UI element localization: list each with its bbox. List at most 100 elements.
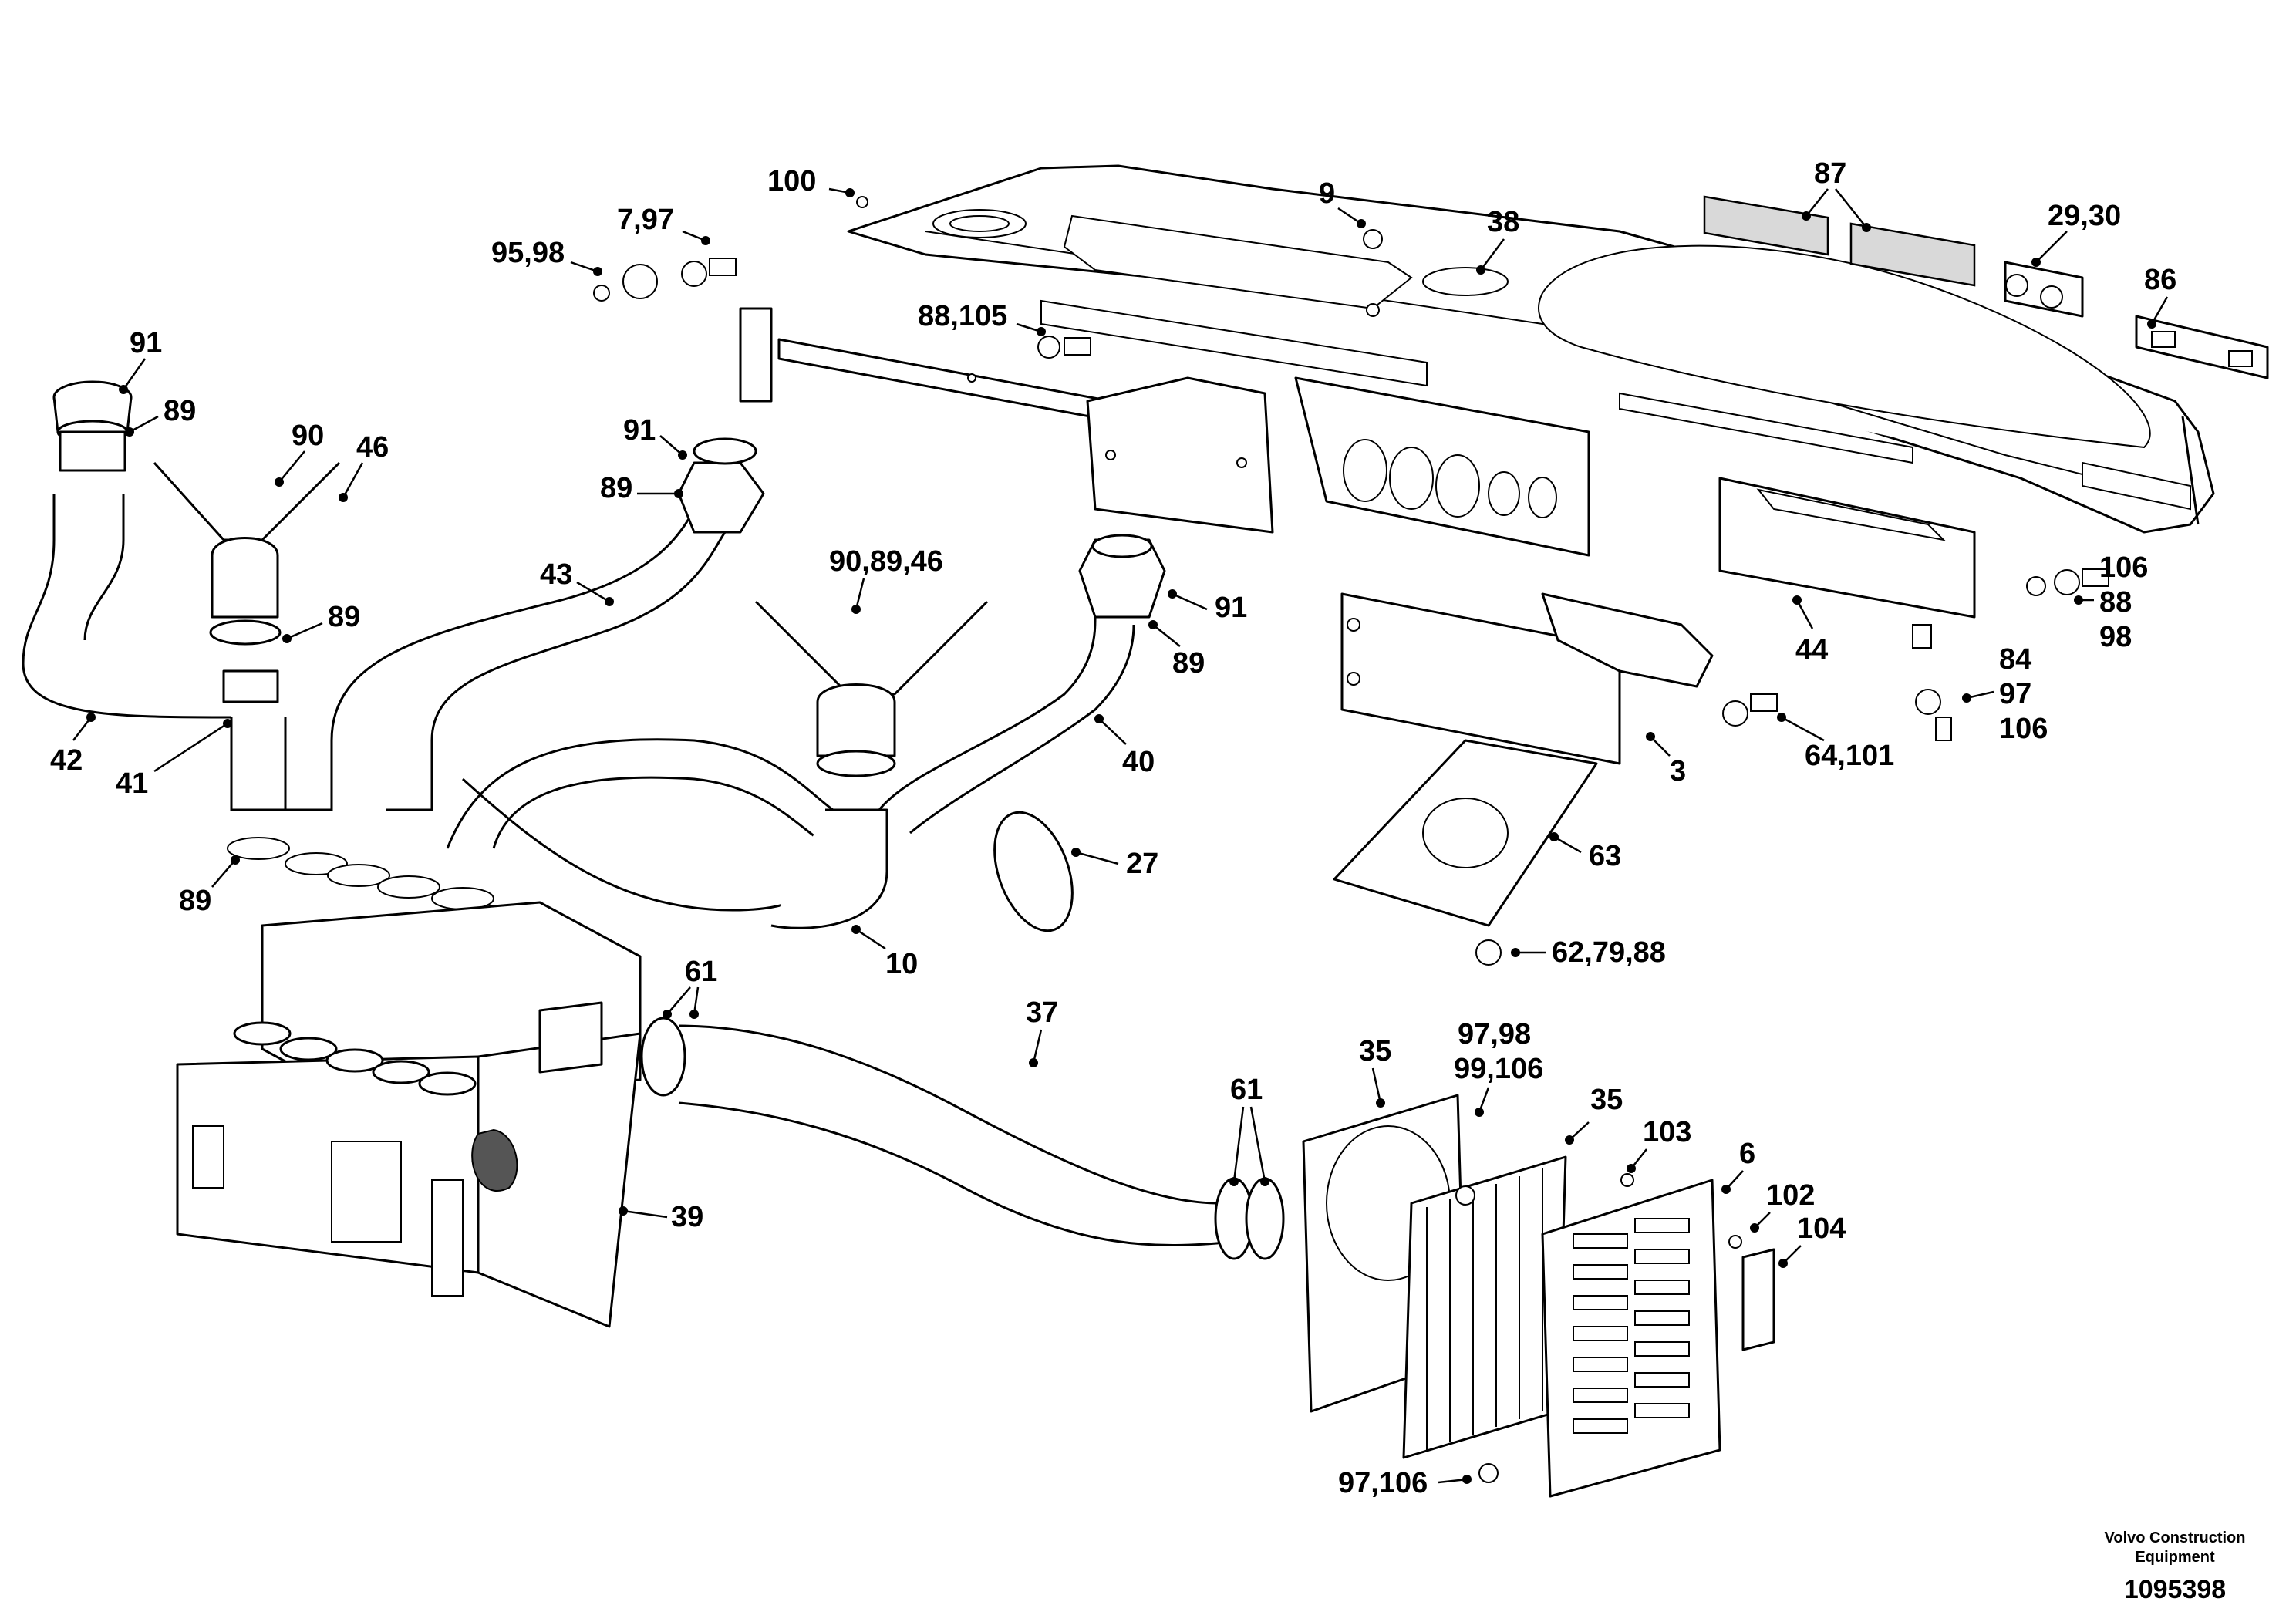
callout-39: 39 bbox=[619, 1201, 703, 1233]
callout-88-right: 88 bbox=[2074, 586, 2132, 619]
brand-line-2: Equipment bbox=[2135, 1549, 2215, 1566]
hose-37 bbox=[678, 1024, 1285, 1260]
callout-7-97: 7,97 bbox=[617, 204, 710, 245]
svg-text:61: 61 bbox=[1230, 1074, 1263, 1106]
callout-27: 27 bbox=[1071, 848, 1158, 880]
grille-6 bbox=[1541, 1179, 1721, 1498]
svg-text:35: 35 bbox=[1590, 1084, 1623, 1116]
svg-text:6: 6 bbox=[1739, 1138, 1755, 1170]
mounting-rail bbox=[739, 307, 1274, 534]
latch-104 bbox=[1741, 1248, 1775, 1351]
callout-97-right: 97 bbox=[1962, 678, 2031, 710]
bracket-3 bbox=[1333, 592, 1714, 927]
svg-text:7,97: 7,97 bbox=[617, 204, 674, 236]
brand-line-1: Volvo Construction bbox=[2105, 1529, 2246, 1546]
svg-text:63: 63 bbox=[1589, 840, 1621, 872]
parts-drawing bbox=[22, 164, 2269, 1498]
svg-text:88: 88 bbox=[2099, 586, 2132, 619]
fasteners bbox=[593, 196, 2109, 1483]
callout-64-101: 64,101 bbox=[1777, 713, 1894, 772]
svg-text:87: 87 bbox=[1814, 157, 1846, 190]
footer: Volvo Construction Equipment 1095398 bbox=[2105, 1529, 2246, 1604]
callout-38: 38 bbox=[1476, 206, 1519, 275]
svg-text:95,98: 95,98 bbox=[491, 237, 565, 269]
callout-35-b: 35 bbox=[1565, 1084, 1623, 1145]
callout-62-79-88: 62,79,88 bbox=[1511, 936, 1666, 969]
callout-10: 10 bbox=[851, 925, 918, 980]
svg-text:97: 97 bbox=[1999, 678, 2031, 710]
svg-text:99,106: 99,106 bbox=[1454, 1053, 1543, 1085]
svg-text:100: 100 bbox=[767, 165, 816, 197]
left-vent-assembly bbox=[22, 380, 232, 719]
svg-text:97,98: 97,98 bbox=[1458, 1018, 1531, 1050]
callout-104: 104 bbox=[1778, 1212, 1846, 1268]
svg-text:103: 103 bbox=[1643, 1116, 1691, 1148]
callout-9: 9 bbox=[1319, 177, 1366, 228]
heater-unit bbox=[176, 901, 686, 1328]
svg-text:91: 91 bbox=[1215, 592, 1247, 624]
filter-housing-35 bbox=[1302, 1094, 1567, 1459]
svg-text:106: 106 bbox=[1999, 713, 2048, 745]
gauge-panel bbox=[1294, 376, 1976, 619]
svg-text:46: 46 bbox=[356, 431, 389, 464]
svg-text:90: 90 bbox=[292, 420, 324, 452]
y-pipe-41 bbox=[153, 461, 341, 811]
svg-text:3: 3 bbox=[1670, 755, 1686, 787]
callout-106-bottom: 106 bbox=[1999, 713, 2048, 745]
svg-text:84: 84 bbox=[1999, 643, 2031, 676]
switch-panel-87 bbox=[1703, 195, 1976, 287]
callout-95-98: 95,98 bbox=[491, 237, 602, 276]
svg-text:106: 106 bbox=[2099, 551, 2148, 584]
document-number: 1095398 bbox=[2124, 1575, 2226, 1604]
svg-text:86: 86 bbox=[2144, 264, 2176, 296]
callout-97-98: 97,98 bbox=[1458, 1018, 1531, 1050]
callout-88-105: 88,105 bbox=[918, 300, 1046, 336]
svg-text:90,89,46: 90,89,46 bbox=[829, 545, 943, 578]
callout-3: 3 bbox=[1646, 732, 1686, 787]
callout-99-106: 99,106 bbox=[1454, 1053, 1543, 1117]
callout-91-a: 91 bbox=[119, 327, 162, 394]
callout-91-b: 91 bbox=[623, 414, 687, 460]
callouts: 100 9 38 87 29,30 86 7,97 95,98 bbox=[50, 157, 2176, 1499]
callout-89-b: 89 bbox=[600, 472, 683, 504]
callout-90: 90 bbox=[275, 420, 324, 487]
hoses bbox=[285, 437, 1166, 912]
svg-text:39: 39 bbox=[671, 1201, 703, 1233]
svg-text:88,105: 88,105 bbox=[918, 300, 1007, 332]
switch-29-30 bbox=[2004, 261, 2084, 318]
callout-91-c: 91 bbox=[1168, 589, 1247, 624]
svg-text:98: 98 bbox=[2099, 621, 2132, 653]
svg-text:89: 89 bbox=[179, 885, 211, 917]
callout-89-d: 89 bbox=[1148, 620, 1205, 679]
callout-37: 37 bbox=[1026, 996, 1058, 1067]
callout-6: 6 bbox=[1721, 1138, 1755, 1194]
svg-text:42: 42 bbox=[50, 744, 83, 777]
callout-40: 40 bbox=[1094, 714, 1155, 778]
callout-63: 63 bbox=[1549, 832, 1621, 872]
svg-text:40: 40 bbox=[1122, 746, 1155, 778]
svg-text:62,79,88: 62,79,88 bbox=[1552, 936, 1666, 969]
svg-text:89: 89 bbox=[1172, 647, 1205, 679]
ring-27 bbox=[993, 811, 1074, 932]
svg-text:91: 91 bbox=[130, 327, 162, 359]
svg-text:91: 91 bbox=[623, 414, 656, 447]
svg-text:89: 89 bbox=[600, 472, 632, 504]
callout-44: 44 bbox=[1792, 595, 1828, 666]
callout-84: 84 bbox=[1999, 643, 2031, 676]
callout-103: 103 bbox=[1627, 1116, 1691, 1173]
svg-text:9: 9 bbox=[1319, 177, 1335, 210]
callout-46: 46 bbox=[339, 431, 389, 502]
callout-41: 41 bbox=[116, 719, 232, 800]
callout-42: 42 bbox=[50, 713, 96, 777]
callout-89-a: 89 bbox=[125, 395, 196, 437]
svg-text:97,106: 97,106 bbox=[1338, 1467, 1428, 1499]
svg-text:104: 104 bbox=[1797, 1212, 1846, 1245]
svg-text:37: 37 bbox=[1026, 996, 1058, 1029]
svg-text:64,101: 64,101 bbox=[1805, 740, 1894, 772]
callout-98-right: 98 bbox=[2099, 621, 2132, 653]
callout-100: 100 bbox=[767, 165, 855, 197]
bracket-86 bbox=[2135, 315, 2269, 379]
callout-90-89-46: 90,89,46 bbox=[829, 545, 943, 614]
svg-text:38: 38 bbox=[1487, 206, 1519, 238]
